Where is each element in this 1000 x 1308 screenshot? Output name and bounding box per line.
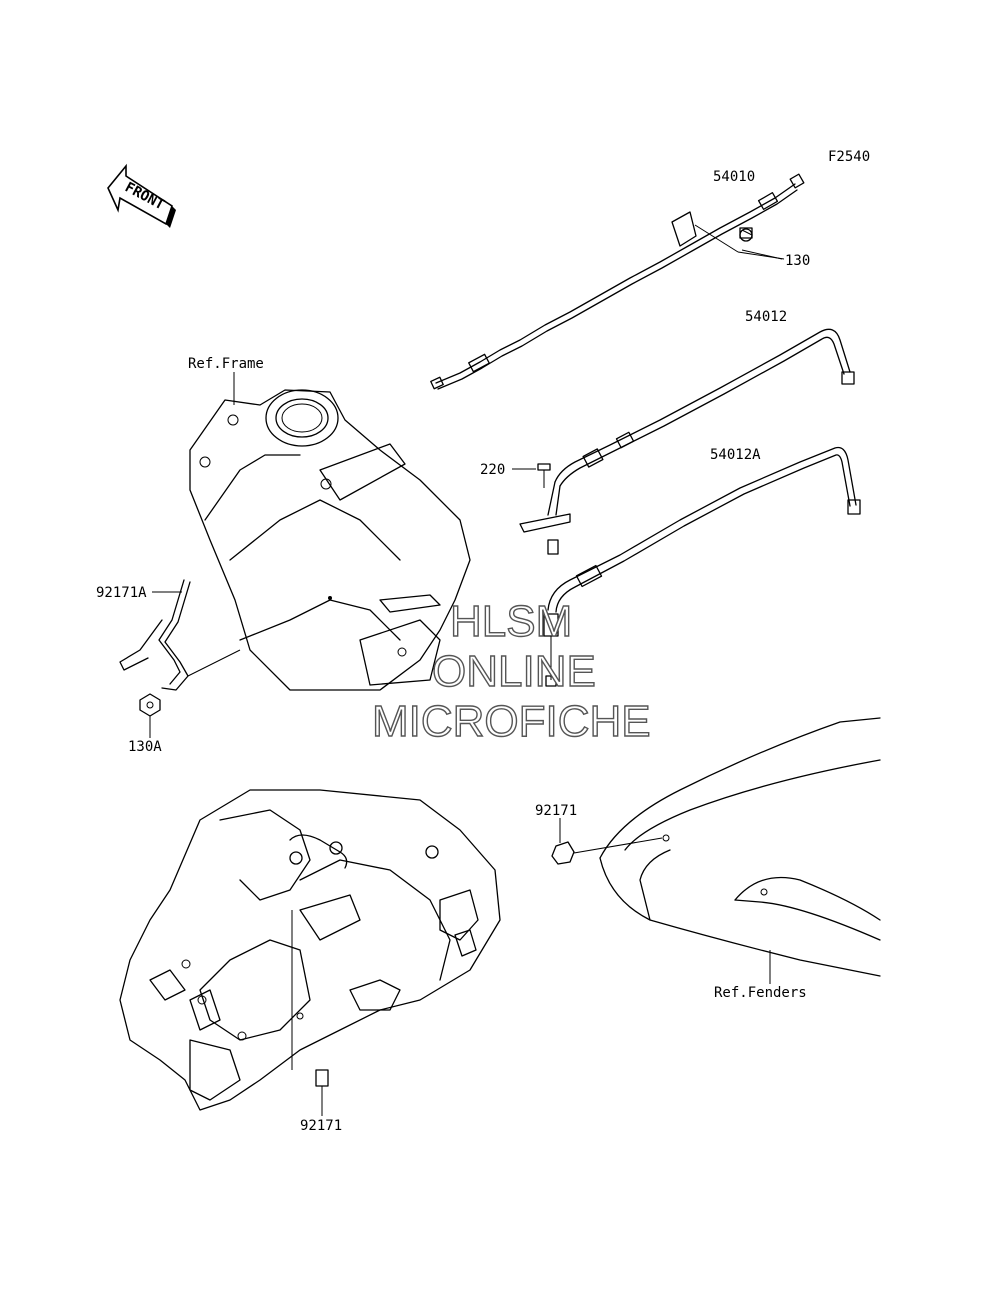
part-label-54012A: 54012A xyxy=(710,447,761,463)
part-label-92171-right: 92171 xyxy=(535,803,577,819)
part-label-54012: 54012 xyxy=(745,309,787,325)
fender-assembly xyxy=(551,717,881,984)
part-label-54010: 54010 xyxy=(713,169,755,185)
throttle-cable-54012 xyxy=(512,328,855,555)
front-arrow-icon: FRONT xyxy=(107,163,176,228)
watermark-line-3: MICROFICHE xyxy=(372,697,651,746)
throttle-cable-54010 xyxy=(430,173,805,390)
ref-fenders-label: Ref.Fenders xyxy=(714,985,807,1001)
throttle-cable-54012A xyxy=(543,446,861,687)
part-label-220: 220 xyxy=(480,462,505,478)
part-label-92171A: 92171A xyxy=(96,585,147,601)
clamp-92171A xyxy=(119,579,241,691)
part-label-92171-bottom: 92171 xyxy=(300,1118,342,1134)
watermark-line-2: ONLINE xyxy=(432,647,596,696)
part-label-130A: 130A xyxy=(128,739,162,755)
bolt-130A xyxy=(139,693,161,738)
frame-head-assembly xyxy=(189,372,471,691)
lower-frame-assembly xyxy=(119,789,501,1116)
part-label-130: 130 xyxy=(785,253,810,269)
watermark-line-1: HLSM xyxy=(450,597,572,646)
figure-code: F2540 xyxy=(828,149,870,165)
ref-frame-label: Ref.Frame xyxy=(188,356,264,372)
